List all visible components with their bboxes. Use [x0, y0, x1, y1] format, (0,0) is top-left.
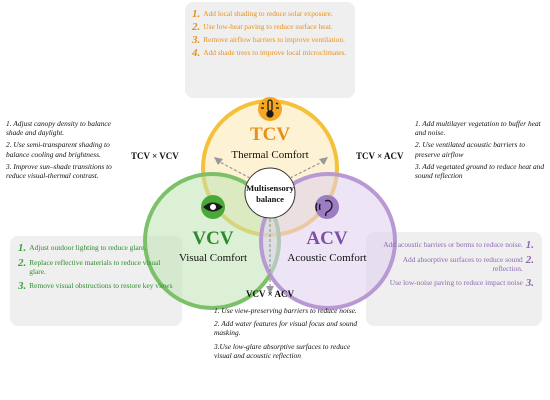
vcv-strategy-list: 1. Adjust outdoor lighting to reduce gla…: [18, 243, 178, 294]
vcv-acv-item: 3.Use low-glare absorptive surfaces to r…: [214, 341, 351, 360]
vcv-name: Visual Comfort: [178, 252, 248, 264]
acv-strategy-list: Add acoustic barriers or berms to reduce…: [374, 240, 534, 291]
center-line1: Multisensory: [246, 183, 294, 193]
arrowhead-tcv-vcv: [214, 157, 223, 165]
vcv-strategy-item: 3. Remove visual obstructions to restore…: [18, 280, 178, 293]
vcv-strategy-item: 1. Adjust outdoor lighting to reduce gla…: [18, 242, 178, 254]
tcv-vcv-item: 3. Improve sun–shade transitions to redu…: [6, 161, 112, 181]
tcv-strategy-num: 3.: [192, 34, 201, 46]
tcv-strategy-item: 3. Remove airflow barriers to improve ve…: [192, 34, 352, 46]
acv-strategy-text: Add acoustic barriers or berms to reduce…: [383, 240, 523, 249]
acv-strategy-num: 3.: [525, 277, 534, 290]
vcv-strategy-item: 2. Replace reflective materials to reduc…: [18, 257, 178, 277]
acv-strategy-item: Add absorptive surfaces to reduce sound …: [374, 254, 534, 274]
tcv-name: Thermal Comfort: [231, 149, 309, 161]
eye-icon: [203, 202, 223, 212]
tcv-acv-item: 1. Add multilayer vegetation to buffer h…: [415, 119, 541, 138]
arrow-heads: [214, 157, 328, 294]
vcv-strategy-text: Remove visual obstructions to restore ke…: [29, 281, 173, 291]
tcv-acv-label: TCV × ACV: [356, 151, 404, 161]
tcv-strategy-item: 1. Add local shading to reduce solar exp…: [192, 8, 352, 20]
tcv-strategy-num: 1.: [192, 8, 201, 20]
tcv-strategy-text: Remove airflow barriers to improve venti…: [203, 35, 345, 44]
acoustic-circle: [259, 172, 397, 310]
tcv-acv-item: 3. Add vegetated ground to reduce heat a…: [415, 161, 545, 181]
tcv-strategy-text: Use low-heat paving to reduce surface he…: [203, 22, 333, 31]
acv-strategy-text: Use low-noise paving to reduce impact no…: [389, 278, 523, 288]
tcv-strategy-list: 1. Add local shading to reduce solar exp…: [192, 9, 352, 61]
tcv-vcv-label: TCV × VCV: [131, 151, 179, 161]
acv-strategy-item: Add acoustic barriers or berms to reduce…: [374, 239, 534, 251]
acv-strategy-num: 2.: [525, 254, 534, 266]
arrow-tcv-vcv: [215, 159, 251, 179]
tcv-acv-list: 1. Add multilayer vegetation to buffer h…: [415, 119, 547, 180]
tcv-strategy-item: 2. Use low-heat paving to reduce surface…: [192, 21, 352, 33]
acv-strategy-num: 1.: [525, 239, 534, 251]
tcv-acv-item: 2. Use ventilated acoustic barriers to p…: [415, 140, 526, 159]
center-circle: [244, 167, 296, 219]
arrowhead-tcv-acv: [319, 157, 328, 165]
arrow-tcv-acv: [289, 159, 327, 179]
vcv-acv-label: VCV × ACV: [246, 289, 294, 299]
acv-strategy-item: Use low-noise paving to reduce impact no…: [374, 277, 534, 290]
arrows: [215, 159, 327, 290]
acv-strategy-text: Add absorptive surfaces to reduce sound …: [402, 255, 523, 274]
ear-icon: [315, 199, 333, 217]
vcv-acv-item: 1. Use view-preserving barriers to reduc…: [214, 306, 357, 315]
vcv-abbr: VCV: [192, 228, 234, 249]
tcv-strategies-panel: [185, 2, 355, 98]
ear-icon-bg: [315, 195, 339, 219]
tcv-vcv-item: 2. Use semi-transparent shading to balan…: [6, 140, 110, 159]
vcv-strategy-num: 2.: [18, 257, 27, 269]
center-line2: balance: [256, 194, 284, 204]
tcv-vcv-list: 1. Adjust canopy density to balance shad…: [6, 119, 126, 180]
tcv-strategy-num: 2.: [192, 21, 201, 33]
acv-name: Acoustic Comfort: [287, 252, 367, 264]
acv-abbr: ACV: [306, 228, 348, 249]
center-label: Multisensory balance: [245, 183, 295, 205]
vcv-acv-list: 1. Use view-preserving barriers to reduc…: [214, 306, 366, 360]
vcv-strategy-text: Adjust outdoor lighting to reduce glare.: [29, 243, 147, 252]
tcv-strategy-num: 4.: [192, 47, 201, 59]
vcv-strategy-num: 1.: [18, 242, 27, 254]
arrowhead-vcv-acv: [266, 286, 274, 294]
vcv-strategy-text: Replace reflective materials to reduce v…: [29, 258, 161, 277]
vcv-strategy-num: 3.: [18, 280, 27, 293]
tcv-strategy-item: 4. Add shade trees to improve local micr…: [192, 47, 352, 59]
tcv-strategy-text: Add shade trees to improve local microcl…: [203, 48, 347, 57]
tcv-abbr: TCV: [249, 124, 291, 145]
tcv-strategy-text: Add local shading to reduce solar exposu…: [203, 9, 333, 18]
vcv-acv-item: 2. Add water features for visual focus a…: [214, 319, 358, 338]
thermometer-icon: [261, 99, 279, 118]
tcv-vcv-item: 1. Adjust canopy density to balance shad…: [6, 119, 111, 138]
